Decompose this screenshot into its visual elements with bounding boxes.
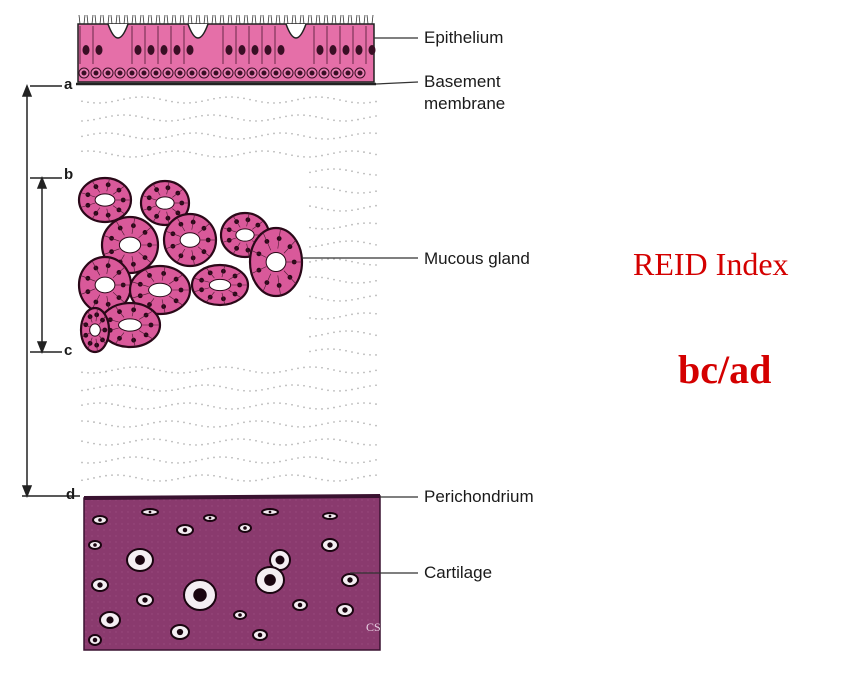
reid-index-title: REID Index — [633, 246, 789, 282]
epithelium-layer — [76, 14, 376, 86]
cartilage-layer — [83, 494, 381, 651]
leader-lines — [302, 37, 419, 574]
mucous-gland-shape — [77, 176, 304, 354]
marker-c: c — [64, 342, 73, 359]
arrow-bc-head-bottom — [36, 341, 48, 355]
arrow-ad-head-top — [21, 83, 33, 97]
submucosa-connective-tissue — [81, 96, 377, 482]
label-basement: Basement — [424, 72, 501, 91]
marker-b: b — [64, 166, 74, 183]
label-membrane: membrane — [424, 94, 506, 113]
arrow-bc-head-top — [36, 175, 48, 189]
marker-a: a — [64, 76, 73, 93]
perichondrium-edge — [83, 494, 381, 500]
watermark-text: CS — [366, 620, 381, 634]
marker-d: d — [66, 486, 76, 503]
arrow-ad-head-bottom — [21, 485, 33, 499]
reid-index-formula: bc/ad — [678, 347, 772, 392]
chondrocytes — [88, 508, 359, 646]
cilia — [78, 14, 374, 25]
leader-basement — [375, 81, 419, 85]
epithelial-cells — [78, 26, 376, 79]
measurement-guides — [21, 83, 80, 499]
label-mucous-gland: Mucous gland — [424, 249, 530, 268]
label-epithelium: Epithelium — [424, 28, 504, 47]
label-cartilage: Cartilage — [424, 563, 493, 582]
label-perichondrium: Perichondrium — [424, 487, 534, 506]
